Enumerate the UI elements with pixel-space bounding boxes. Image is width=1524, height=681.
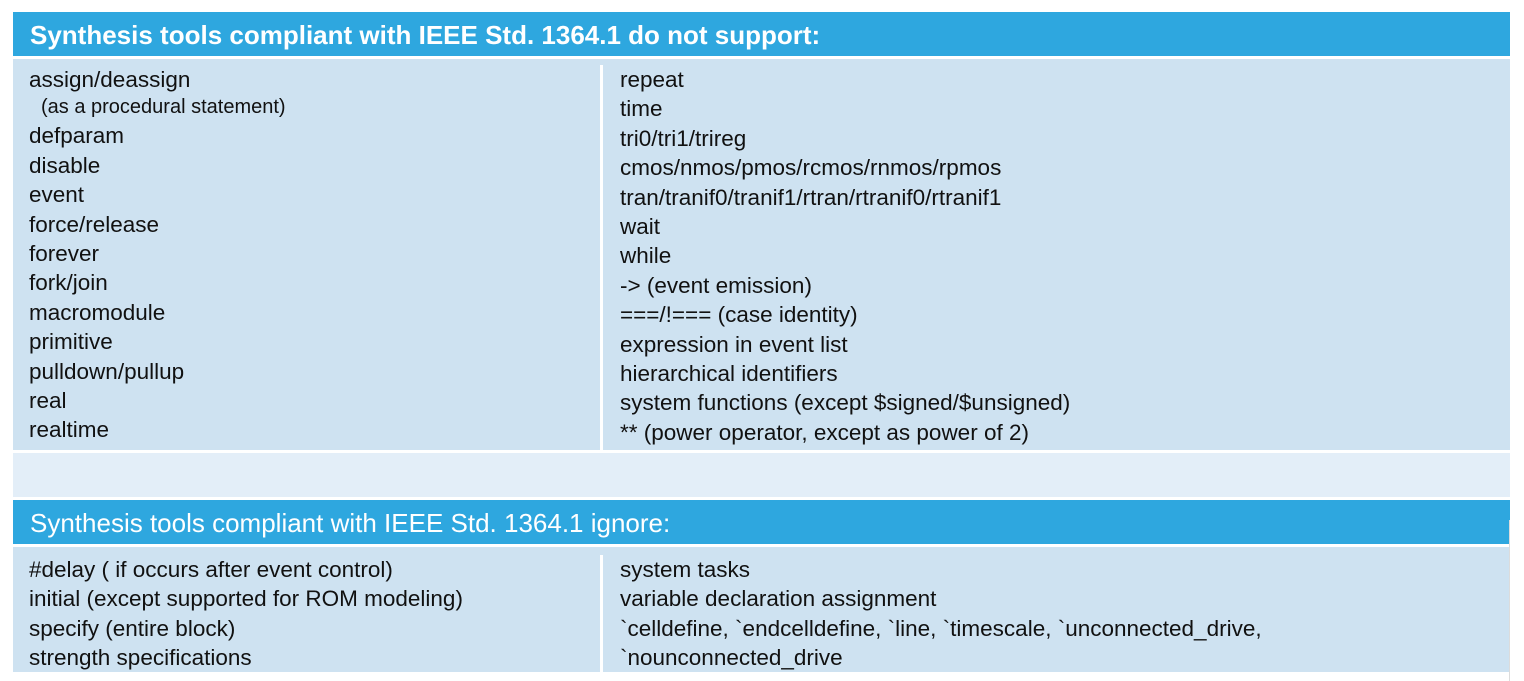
list-item: -> (event emission)	[620, 272, 812, 298]
list-item: event	[29, 182, 85, 208]
list-item: pulldown/pullup	[29, 358, 185, 384]
list-item: ** (power operator, except as power of 2…	[620, 419, 1029, 445]
list-item: hierarchical identifiers	[620, 360, 838, 386]
list-item: defparam	[29, 123, 125, 149]
list-item: expression in event list	[620, 331, 848, 357]
section1-row: assign/deassign (as a procedural stateme…	[13, 59, 1510, 450]
list-item: system functions (except $signed/$unsign…	[620, 390, 1071, 416]
divider	[13, 56, 1510, 59]
list-item: realtime	[29, 417, 110, 443]
section1-right-column: repeat time tri0/tri1/trireg cmos/nmos/p…	[603, 65, 1510, 450]
section2-right-column: system tasks variable declaration assign…	[603, 555, 1510, 672]
list-item: forever	[29, 240, 100, 266]
section1-left-column: assign/deassign (as a procedural stateme…	[13, 65, 603, 450]
divider	[13, 544, 1510, 547]
list-item: disable	[29, 152, 101, 178]
section2-left-column: #delay ( if occurs after event control) …	[13, 555, 603, 672]
list-item: specify (entire block)	[29, 615, 236, 641]
section2-title: Synthesis tools compliant with IEEE Std.…	[13, 500, 1510, 544]
unsupported-constructs-table: Synthesis tools compliant with IEEE Std.…	[13, 12, 1510, 672]
list-item: `celldefine, `endcelldefine, `line, `tim…	[620, 615, 1262, 641]
section1-title: Synthesis tools compliant with IEEE Std.…	[13, 12, 1510, 56]
list-item: while	[620, 243, 672, 269]
spacer-row	[13, 453, 1510, 497]
list-item: primitive	[29, 329, 113, 355]
list-item: system tasks	[620, 557, 751, 582]
list-item: time	[620, 96, 663, 122]
list-item: variable declaration assignment	[620, 586, 937, 612]
list-item: tran/tranif0/tranif1/rtran/rtranif0/rtra…	[620, 184, 1002, 210]
list-item: tri0/tri1/trireg	[620, 125, 747, 151]
list-item: strength specifications	[29, 644, 252, 670]
list-item: `nounconnected_drive	[620, 644, 843, 670]
list-item: initial (except supported for ROM modeli…	[29, 586, 463, 612]
list-item: wait	[620, 213, 661, 239]
divider	[13, 497, 1510, 500]
list-item: force/release	[29, 211, 160, 237]
list-item: repeat	[620, 67, 684, 92]
list-item: assign/deassign	[29, 67, 191, 92]
list-item-note: (as a procedural statement)	[41, 96, 286, 119]
list-item: macromodule	[29, 299, 166, 325]
list-item: ===/!=== (case identity)	[620, 302, 858, 328]
slide-edge-decoration	[1509, 520, 1524, 681]
list-item: cmos/nmos/pmos/rcmos/rnmos/rpmos	[620, 155, 1002, 181]
list-item: real	[29, 387, 67, 413]
list-item: #delay ( if occurs after event control)	[29, 557, 393, 582]
section2-row: #delay ( if occurs after event control) …	[13, 547, 1510, 672]
list-item: fork/join	[29, 270, 108, 296]
